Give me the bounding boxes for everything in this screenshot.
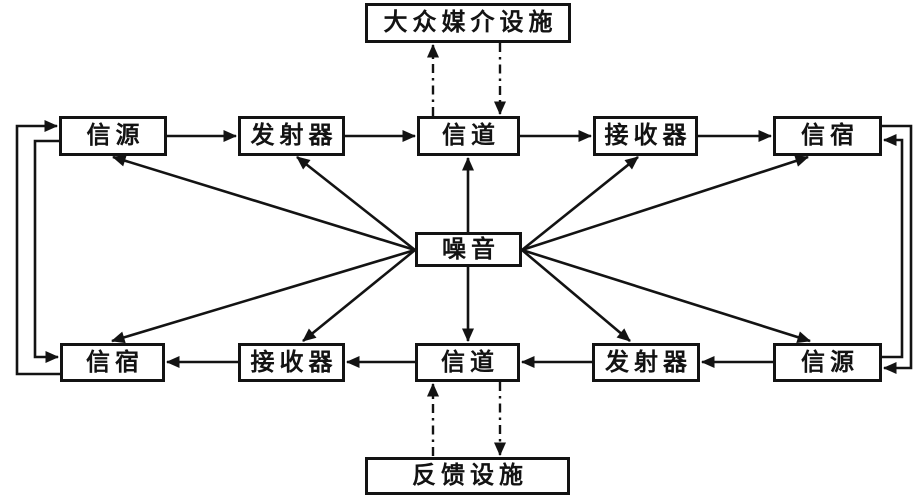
node-source-top: 信源	[59, 116, 167, 156]
node-source-bottom: 信源	[773, 343, 882, 382]
node-receiver-bottom: 接收器	[238, 343, 345, 382]
edge-noise-to-receiver-top	[521, 155, 639, 252]
node-destination-top: 信宿	[773, 116, 882, 156]
node-receiver-top: 接收器	[593, 116, 698, 156]
edge-noise-to-source-bottom	[521, 248, 811, 343]
edge-group	[15, 43, 913, 456]
node-mass-media: 大众媒介设施	[365, 3, 571, 43]
edge-noise-to-receiver-bottom	[302, 248, 416, 343]
node-feedback: 反馈设施	[365, 457, 570, 495]
node-channel-bottom: 信道	[415, 343, 520, 382]
edge-destination-bottom-to-source-top-left-loop	[15, 120, 60, 376]
node-transmitter-bottom: 发射器	[592, 343, 700, 382]
edge-noise-to-destination-bottom	[111, 248, 416, 344]
edge-source-top-to-destination-bottom-left-loop	[33, 139, 59, 363]
node-destination-bottom: 信宿	[60, 343, 165, 382]
node-noise: 噪音	[415, 232, 522, 267]
node-channel-top: 信道	[417, 116, 520, 156]
node-transmitter-top: 发射器	[238, 116, 345, 156]
edge-noise-to-source-top	[112, 154, 416, 252]
edge-source-bottom-to-destination-top-right-loop	[882, 134, 904, 359]
edge-noise-to-destination-top	[521, 155, 809, 252]
edge-destination-top-to-source-bottom-right-loop	[882, 124, 913, 374]
edge-noise-to-transmitter-bottom	[521, 249, 631, 342]
edge-noise-to-transmitter-top	[296, 155, 416, 252]
